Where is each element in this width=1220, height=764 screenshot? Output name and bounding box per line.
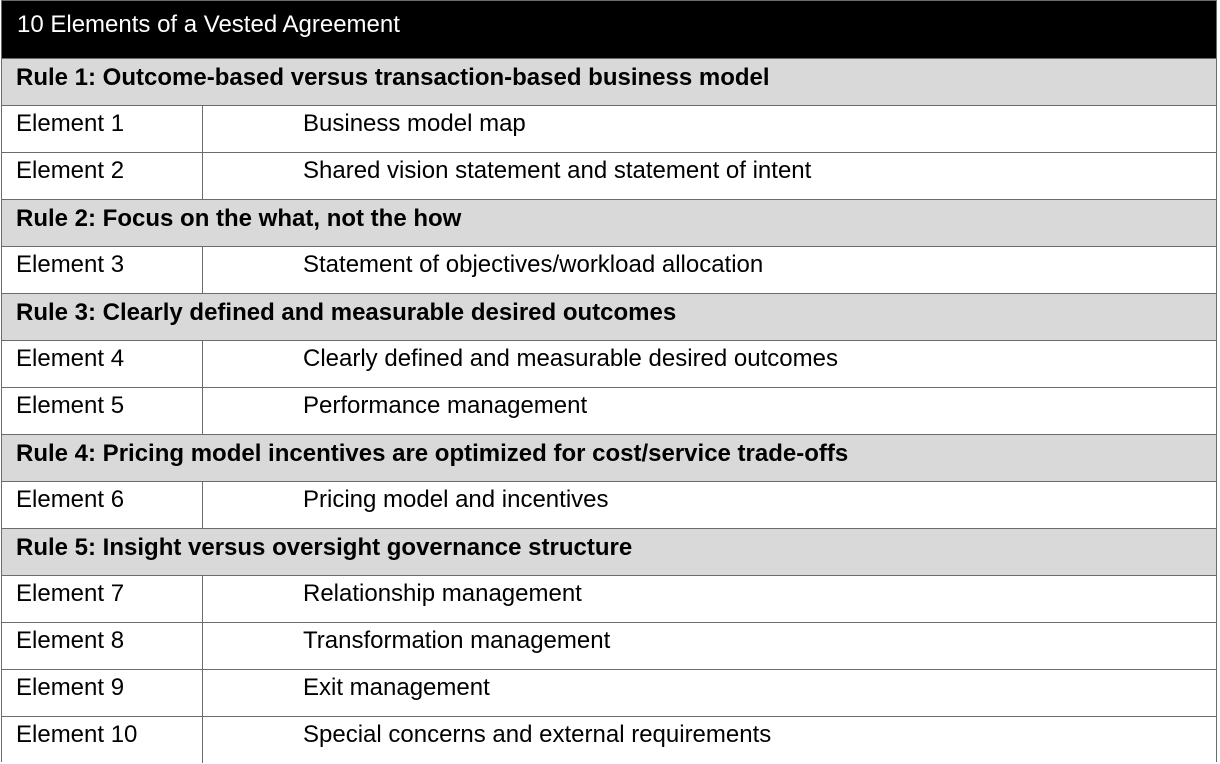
- element-description: Performance management: [303, 392, 588, 419]
- element-description: Statement of objectives/workload allocat…: [303, 251, 764, 278]
- rule-header-row: Rule 4: Pricing model incentives are opt…: [2, 434, 1216, 481]
- element-description: Pricing model and incentives: [303, 486, 609, 513]
- element-label: Element 5: [2, 388, 203, 434]
- element-description: Shared vision statement and statement of…: [303, 157, 812, 184]
- element-label: Element 8: [2, 623, 203, 669]
- element-label: Element 9: [2, 670, 203, 716]
- table-body: Rule 1: Outcome-based versus transaction…: [2, 58, 1216, 763]
- element-row: Element 1 Business model map: [2, 105, 1216, 152]
- element-label: Element 6: [2, 482, 203, 528]
- element-label: Element 2: [2, 153, 203, 199]
- rule-header-row: Rule 3: Clearly defined and measurable d…: [2, 293, 1216, 340]
- element-description: Exit management: [303, 674, 490, 701]
- element-description: Transformation management: [303, 627, 611, 654]
- element-label: Element 4: [2, 341, 203, 387]
- element-description: Clearly defined and measurable desired o…: [303, 345, 838, 372]
- rule-header-row: Rule 2: Focus on the what, not the how: [2, 199, 1216, 246]
- element-label: Element 3: [2, 247, 203, 293]
- element-description: Special concerns and external requiremen…: [303, 721, 772, 748]
- element-row: Element 7 Relationship management: [2, 575, 1216, 622]
- element-description: Business model map: [303, 110, 526, 137]
- element-row: Element 4 Clearly defined and measurable…: [2, 340, 1216, 387]
- element-row: Element 8 Transformation management: [2, 622, 1216, 669]
- element-row: Element 3 Statement of objectives/worklo…: [2, 246, 1216, 293]
- element-label: Element 10: [2, 717, 203, 763]
- element-row: Element 9 Exit management: [2, 669, 1216, 716]
- element-row: Element 5 Performance management: [2, 387, 1216, 434]
- table-title: 10 Elements of a Vested Agreement: [2, 1, 1216, 58]
- rule-header-row: Rule 1: Outcome-based versus transaction…: [2, 58, 1216, 105]
- element-label: Element 7: [2, 576, 203, 622]
- element-description: Relationship management: [303, 580, 582, 607]
- element-label: Element 1: [2, 106, 203, 152]
- element-row: Element 2 Shared vision statement and st…: [2, 152, 1216, 199]
- element-row: Element 10 Special concerns and external…: [2, 716, 1216, 763]
- element-row: Element 6 Pricing model and incentives: [2, 481, 1216, 528]
- rule-header-row: Rule 5: Insight versus oversight governa…: [2, 528, 1216, 575]
